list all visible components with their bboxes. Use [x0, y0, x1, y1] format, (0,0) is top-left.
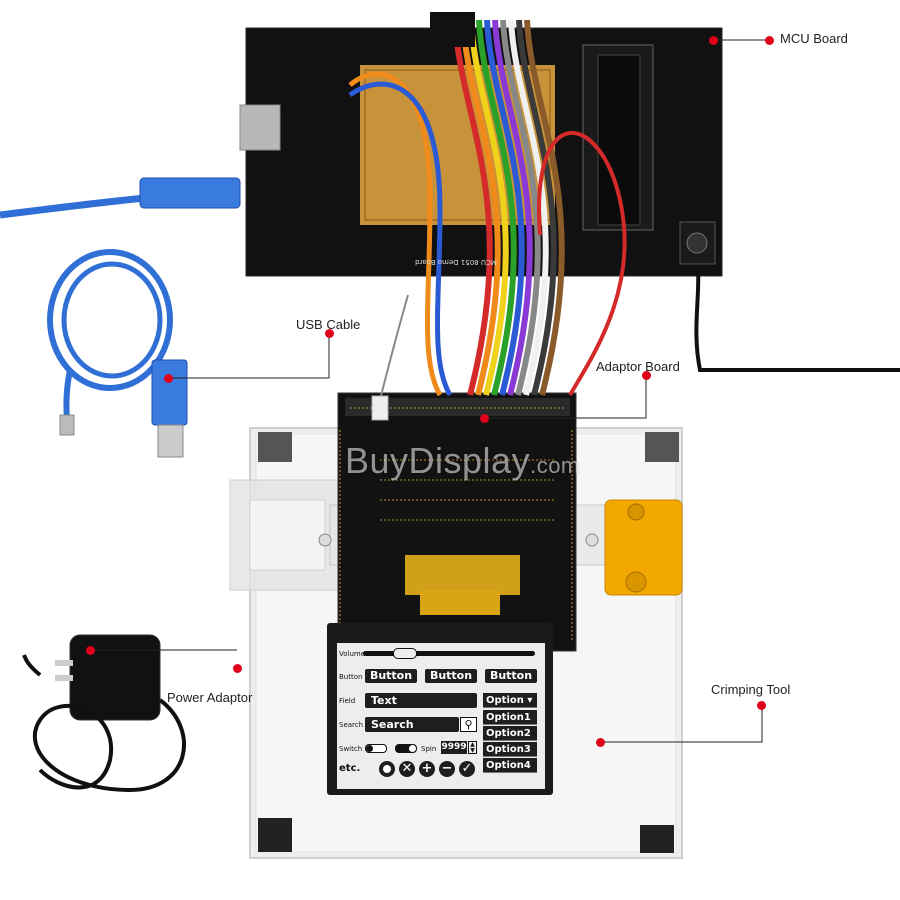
power-adaptor-dot — [233, 664, 242, 673]
lcd-button-1[interactable]: Button — [365, 669, 417, 683]
adaptor-board-dot — [642, 371, 651, 380]
callout-lines — [90, 39, 765, 743]
radio-icon[interactable] — [379, 761, 395, 777]
spin-arrows-icon[interactable]: ▲▼ — [468, 741, 477, 754]
lcd-screen: Volume Button Button Button Button Field… — [337, 643, 545, 789]
button-row-label: Button — [339, 673, 363, 681]
volume-slider[interactable] — [363, 651, 535, 656]
search-input[interactable]: Search — [365, 717, 459, 732]
switch-toggle-off[interactable] — [365, 744, 387, 753]
lcd-button-3[interactable]: Button — [485, 669, 537, 683]
mcu-board-dot — [765, 36, 774, 45]
usb-cable-dot — [325, 329, 334, 338]
check-icon[interactable]: ✓ — [459, 761, 475, 777]
option-item-4[interactable]: Option4 — [483, 758, 537, 773]
watermark-suffix: .com — [530, 453, 580, 478]
crimping-tool-dot — [757, 701, 766, 710]
usb-cable-label: USB Cable — [296, 317, 361, 332]
switch-label: Switch — [339, 745, 363, 753]
usb-cable-target-dot — [164, 374, 173, 383]
mcu-board-print: MCU 8051 Demo Board — [415, 258, 497, 266]
plus-icon[interactable]: + — [419, 761, 435, 777]
etc-label: etc. — [339, 763, 361, 774]
mcu-board-target-dot — [709, 36, 718, 45]
dropdown-selected: Option — [486, 695, 524, 706]
usb-cable — [0, 177, 241, 458]
watermark-brand: BuyDisplay — [345, 440, 531, 481]
volume-slider-thumb[interactable] — [393, 648, 417, 659]
power-adaptor-target-dot — [86, 646, 95, 655]
field-label: Field — [339, 697, 356, 705]
crimping-tool-target-dot — [596, 738, 605, 747]
switch-toggle-on[interactable] — [395, 744, 417, 753]
adaptor-board-target-dot — [480, 414, 489, 423]
close-icon[interactable]: ✕ — [399, 761, 415, 777]
option-item-1[interactable]: Option1 — [483, 710, 537, 725]
volume-label: Volume — [339, 650, 366, 658]
search-label: Search — [339, 721, 364, 729]
mcu-board — [239, 12, 723, 421]
option-item-2[interactable]: Option2 — [483, 726, 537, 741]
spin-value[interactable]: 9999 — [441, 741, 467, 754]
mcu-board-label: MCU Board — [780, 31, 848, 46]
lcd-display: Volume Button Button Button Button Field… — [327, 623, 553, 795]
crimping-tool-label: Crimping Tool — [711, 682, 791, 697]
option-item-3[interactable]: Option3 — [483, 742, 537, 757]
watermark: BuyDisplay.com — [345, 440, 655, 484]
spin-label: Spin — [421, 745, 437, 753]
chevron-down-icon: ▾ — [523, 695, 533, 706]
minus-icon[interactable]: − — [439, 761, 455, 777]
text-field[interactable]: Text — [365, 693, 477, 708]
lcd-button-2[interactable]: Button — [425, 669, 477, 683]
adaptor-board — [337, 392, 577, 652]
option-dropdown[interactable]: Option ▾ — [483, 693, 537, 708]
power-adaptor-label: Power Adaptor — [167, 690, 253, 705]
dc-cable — [694, 264, 900, 372]
search-icon[interactable]: ⚲ — [460, 717, 477, 732]
power-adaptor — [22, 634, 186, 793]
adaptor-board-label: Adaptor Board — [596, 359, 680, 374]
